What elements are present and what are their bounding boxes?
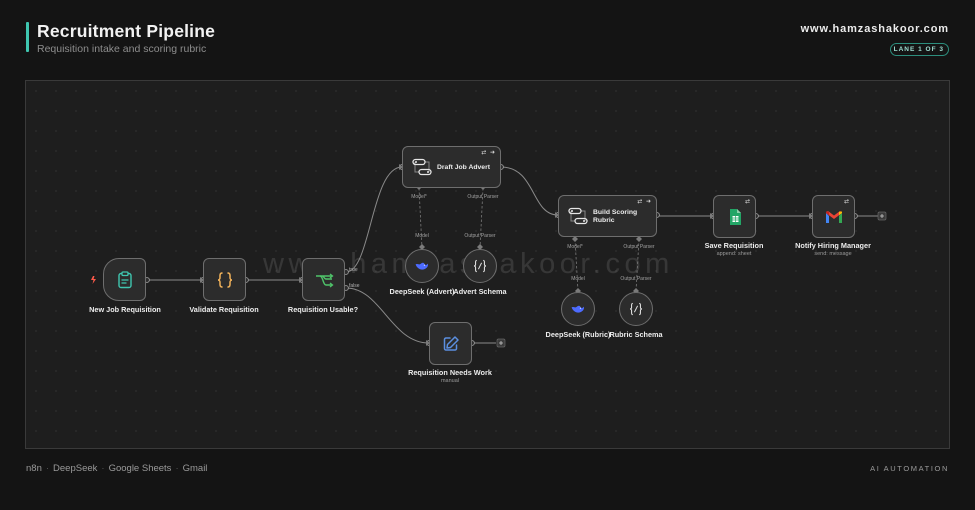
node-new-job-requisition[interactable]: [103, 258, 146, 301]
page-subtitle: Requisition intake and scoring rubric: [37, 43, 207, 55]
deepseek-whale-icon: [571, 305, 585, 313]
node-label: Rubric Schema: [609, 330, 663, 339]
node-validate-requisition[interactable]: [203, 258, 246, 301]
footer-tag: AI AUTOMATION: [870, 464, 949, 473]
page-title: Recruitment Pipeline: [37, 21, 216, 41]
node-rubric-schema[interactable]: [619, 292, 653, 326]
node-notify-hiring-manager[interactable]: ⇄: [812, 195, 855, 238]
footer-tool: DeepSeek: [53, 463, 98, 474]
sub-port-label: Model: [571, 276, 585, 282]
wire-draft-rubric: [500, 166, 559, 216]
node-save-requisition[interactable]: ⇄: [713, 195, 756, 238]
node-label: Notify Hiring Manager: [795, 241, 871, 250]
sub-port-label: Output Parser: [620, 276, 652, 282]
node-requisition-usable[interactable]: [302, 258, 345, 301]
node-label: DeepSeek (Rubric): [545, 330, 611, 339]
agent-corner-icons: ⇄ ➜: [637, 199, 652, 205]
node-label: Build Scoring Rubric: [593, 209, 638, 224]
footer-tool: Google Sheets: [108, 463, 172, 474]
footer-tools: n8n·DeepSeek·Google Sheets·Gmail: [26, 463, 208, 474]
node-sublabel: send: message: [814, 251, 852, 257]
node-label: Draft Job Advert: [437, 164, 490, 171]
node-label: New Job Requisition: [89, 305, 161, 314]
node-deepseek-rubric[interactable]: [561, 292, 595, 326]
node-draft-job-advert[interactable]: Draft Job Advert ⇄ ➜: [402, 146, 501, 188]
json-braces-icon: [473, 259, 487, 273]
wire-if-true: [345, 166, 403, 273]
workflow-canvas[interactable]: www.hamzashakoor.com: [25, 80, 950, 449]
agent-corner-icons: ⇄ ➜: [481, 150, 496, 156]
port-label-output-parser: Output Parser: [467, 194, 499, 200]
node-sublabel: manual: [440, 378, 460, 384]
port-label-output-parser: Output Parser: [623, 244, 655, 250]
deepseek-whale-icon: [415, 262, 429, 270]
node-label: Validate Requisition: [189, 305, 259, 314]
node-label: Requisition Usable?: [287, 305, 359, 314]
website-link[interactable]: www.hamzashakoor.com: [800, 23, 949, 35]
curly-braces-icon: [217, 271, 232, 288]
edit-icon: [443, 335, 459, 351]
node-label: DeepSeek (Advert): [389, 287, 455, 296]
lane-badge: LANE 1 OF 3: [889, 43, 949, 56]
clipboard-icon: [117, 270, 132, 288]
sync-icon: ⇄: [744, 199, 751, 205]
node-requisition-needs-work[interactable]: [429, 322, 472, 365]
node-label: Save Requisition: [704, 241, 764, 250]
json-braces-icon: [629, 302, 643, 316]
trigger-bolt-icon: [91, 276, 96, 284]
node-label: Requisition Needs Work: [408, 368, 492, 377]
node-advert-schema[interactable]: [463, 249, 497, 283]
node-sublabel: append: sheet: [716, 251, 752, 257]
google-sheets-icon: [729, 208, 741, 225]
gmail-icon: [825, 210, 842, 223]
if-false-label: false: [349, 283, 360, 289]
footer-tool: n8n: [26, 463, 42, 474]
agent-icon: [568, 207, 588, 225]
if-true-label: true: [349, 267, 358, 273]
sub-port-label: Model: [415, 233, 429, 239]
agent-icon: [412, 158, 432, 176]
footer-tool: Gmail: [182, 463, 208, 474]
header-accent-bar: [26, 22, 29, 52]
node-deepseek-advert[interactable]: [405, 249, 439, 283]
node-build-scoring-rubric[interactable]: Build Scoring Rubric ⇄ ➜: [558, 195, 657, 237]
wire-if-false: [345, 287, 430, 344]
sync-icon: ⇄: [843, 199, 850, 205]
sub-port-label: Output Parser: [464, 233, 496, 239]
port-label-model: Model*: [567, 244, 583, 250]
branch-icon: [315, 272, 334, 288]
port-label-model: Model*: [411, 194, 427, 200]
wire-draft-parser: [479, 187, 484, 249]
wire-draft-model: [418, 187, 423, 249]
node-label: Advert Schema: [453, 287, 507, 296]
